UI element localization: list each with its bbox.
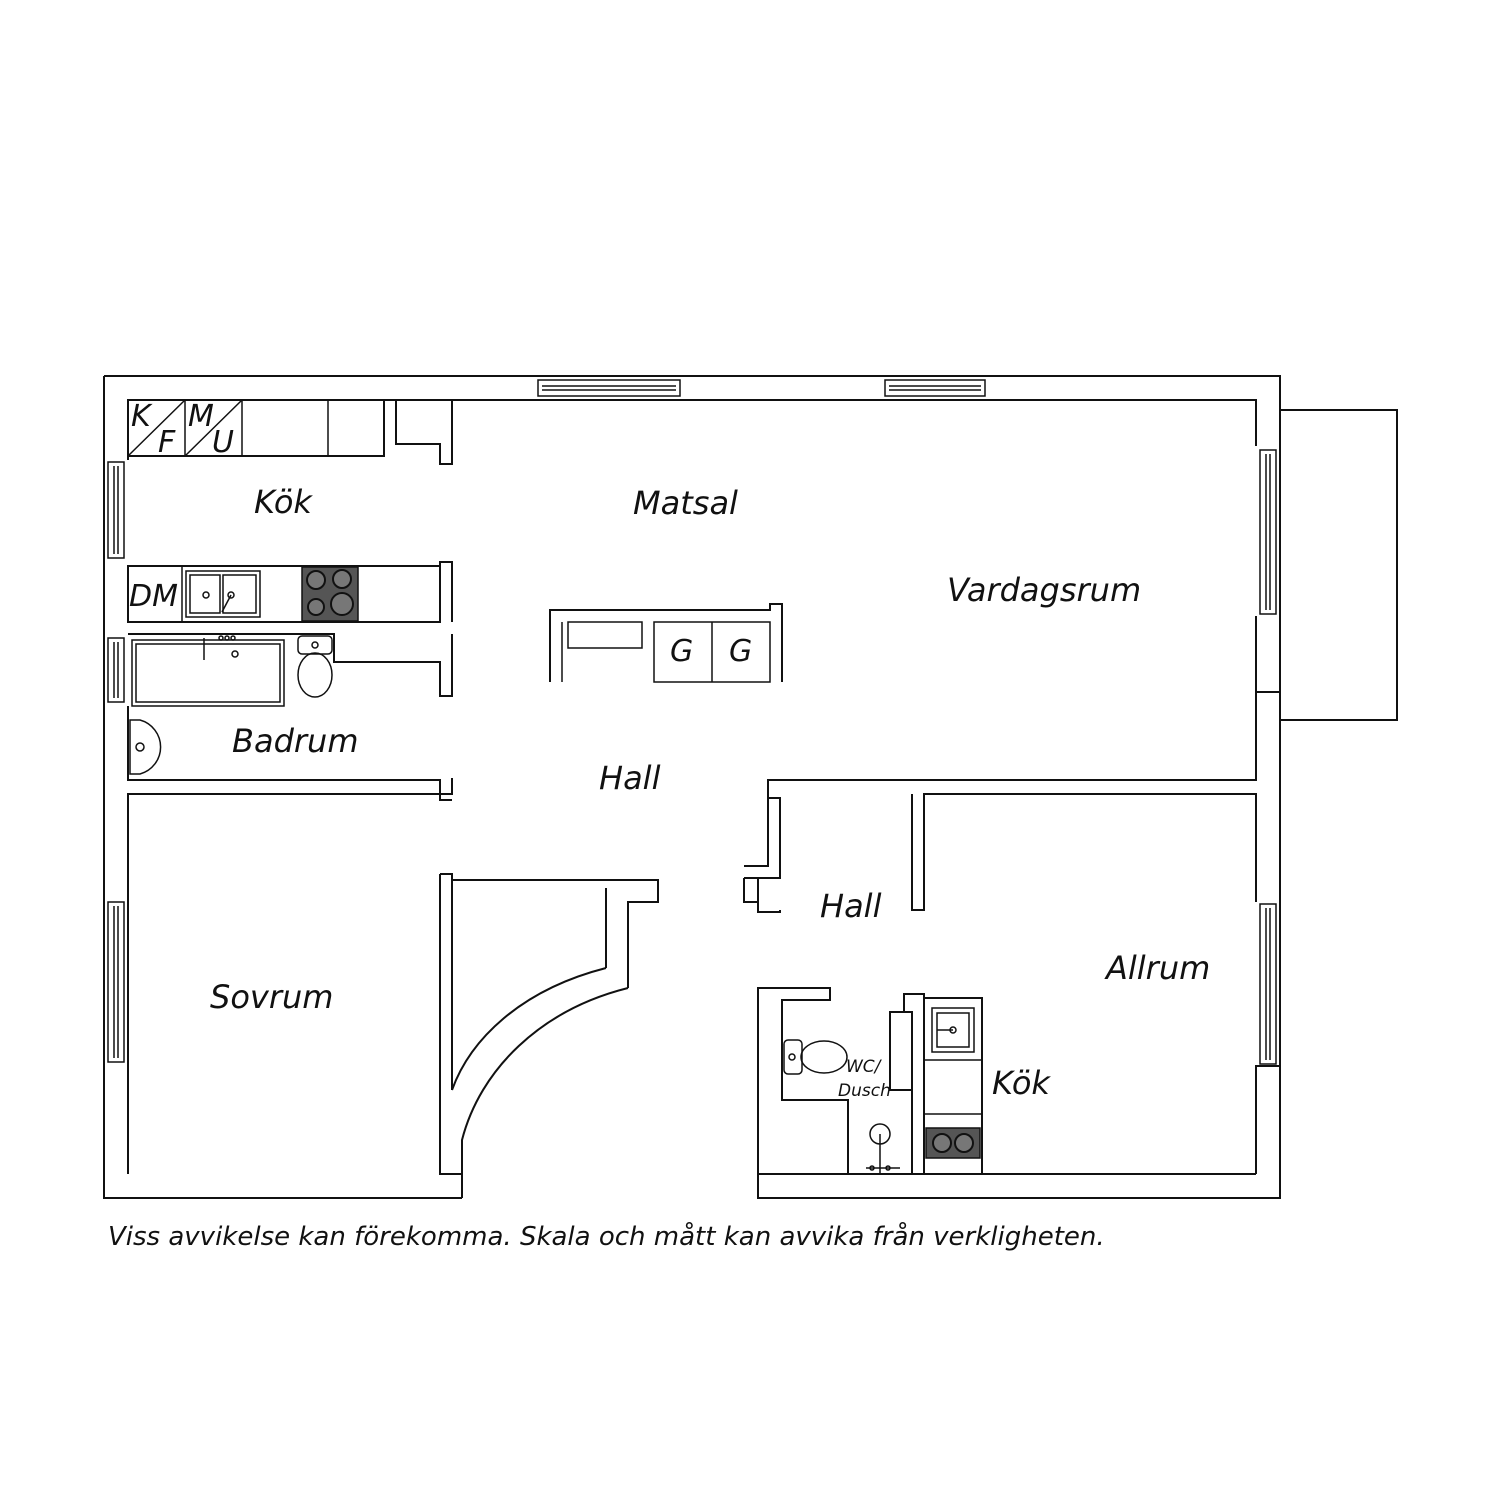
appliance-label-g2: G [729, 634, 752, 669]
small-kitchen-sink-icon [931, 1007, 975, 1053]
appliance-label-g1: G [670, 634, 693, 669]
room-label-kok-small: Kök [992, 1064, 1051, 1102]
room-label-hall-main: Hall [599, 759, 661, 797]
window-left-bath [107, 637, 125, 703]
small-hall-walls [743, 797, 781, 913]
appliance-label-m: M [188, 399, 214, 434]
kitchen-counter-top [127, 399, 385, 457]
shower-icon [866, 1123, 900, 1174]
room-label-vardagsrum: Vardagsrum [947, 571, 1141, 609]
window-top-2 [884, 379, 986, 397]
appliance-label-f: F [158, 425, 176, 460]
room-label-allrum: Allrum [1104, 949, 1210, 987]
small-kitchen-counter [923, 997, 983, 1175]
wc-walls [778, 987, 925, 1175]
toilet-icon [297, 635, 333, 698]
washbasin-icon [129, 719, 162, 775]
wc-toilet-icon [783, 1039, 848, 1075]
window-top-1 [537, 379, 681, 397]
window-right-allrum [1259, 903, 1277, 1065]
small-stove-icon [925, 1127, 981, 1159]
kitchen-pillar [395, 400, 453, 465]
window-left-kitchen [107, 461, 125, 559]
appliance-label-k: K [131, 399, 153, 434]
room-label-badrum: Badrum [232, 722, 358, 760]
window-right-living [1259, 449, 1277, 615]
window-left-bedroom [107, 901, 125, 1063]
kitchen-island [549, 603, 783, 683]
kitchen-sink-icon [185, 570, 261, 618]
disclaimer-text: Viss avvikelse kan förekomma. Skala och … [108, 1222, 1105, 1252]
bathtub-icon [131, 635, 285, 707]
bedroom-closet-wall [439, 873, 659, 1198]
room-label-matsal: Matsal [633, 484, 738, 522]
stove-icon [301, 566, 359, 622]
bathroom-walls [127, 633, 453, 780]
room-label-kok: Kök [254, 483, 313, 521]
kitchen-counter-bottom [127, 561, 453, 623]
room-label-dusch: Dusch [838, 1081, 891, 1101]
appliance-label-u: U [212, 425, 234, 460]
room-label-hall-small: Hall [820, 887, 882, 925]
appliance-label-dm: DM [129, 579, 178, 614]
room-label-wc: WC/ [846, 1057, 883, 1077]
room-label-sovrum: Sovrum [210, 978, 333, 1016]
